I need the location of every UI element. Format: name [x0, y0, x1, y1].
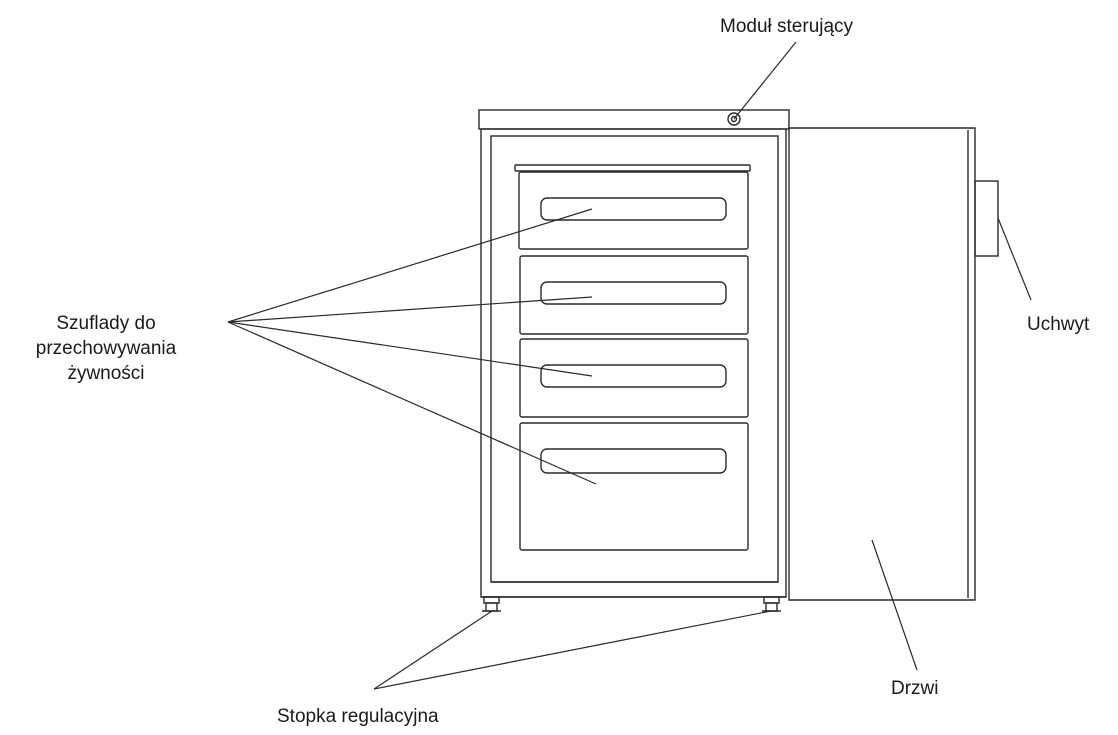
label-drawers-line-2: przechowywania — [35, 338, 177, 359]
leader-drawer-1 — [227, 208, 593, 323]
drawer-2 — [519, 255, 749, 335]
drawer-4 — [519, 422, 749, 551]
foot-right — [762, 596, 781, 612]
leader-door — [871, 539, 918, 671]
drawer-1 — [518, 171, 749, 250]
leader-foot-right — [373, 610, 772, 690]
drawer-3 — [519, 338, 749, 418]
label-control-module: Moduł sterujący — [720, 16, 854, 37]
cabinet-outer — [480, 128, 787, 598]
leader-drawer-3 — [227, 321, 593, 377]
handle — [974, 180, 999, 257]
leader-drawer-2 — [227, 296, 593, 323]
label-door: Drzwi — [891, 678, 939, 699]
leader-foot-left — [373, 610, 493, 690]
leader-drawer-4 — [227, 321, 597, 485]
top-panel — [478, 109, 790, 130]
cabinet-inner-frame — [490, 135, 779, 583]
label-drawers-line-1: Szuflady do — [56, 313, 156, 334]
leader-control-module — [733, 41, 797, 120]
label-drawers: Szuflady do przechowywania żywności — [6, 311, 206, 386]
label-handle: Uchwyt — [1027, 314, 1090, 335]
foot-left — [482, 596, 501, 612]
leader-handle — [997, 217, 1032, 301]
control-knob — [727, 112, 741, 126]
label-drawers-line-3: żywności — [67, 363, 145, 384]
door — [788, 127, 976, 601]
label-adjustable-foot: Stopka regulacyjna — [277, 706, 439, 727]
